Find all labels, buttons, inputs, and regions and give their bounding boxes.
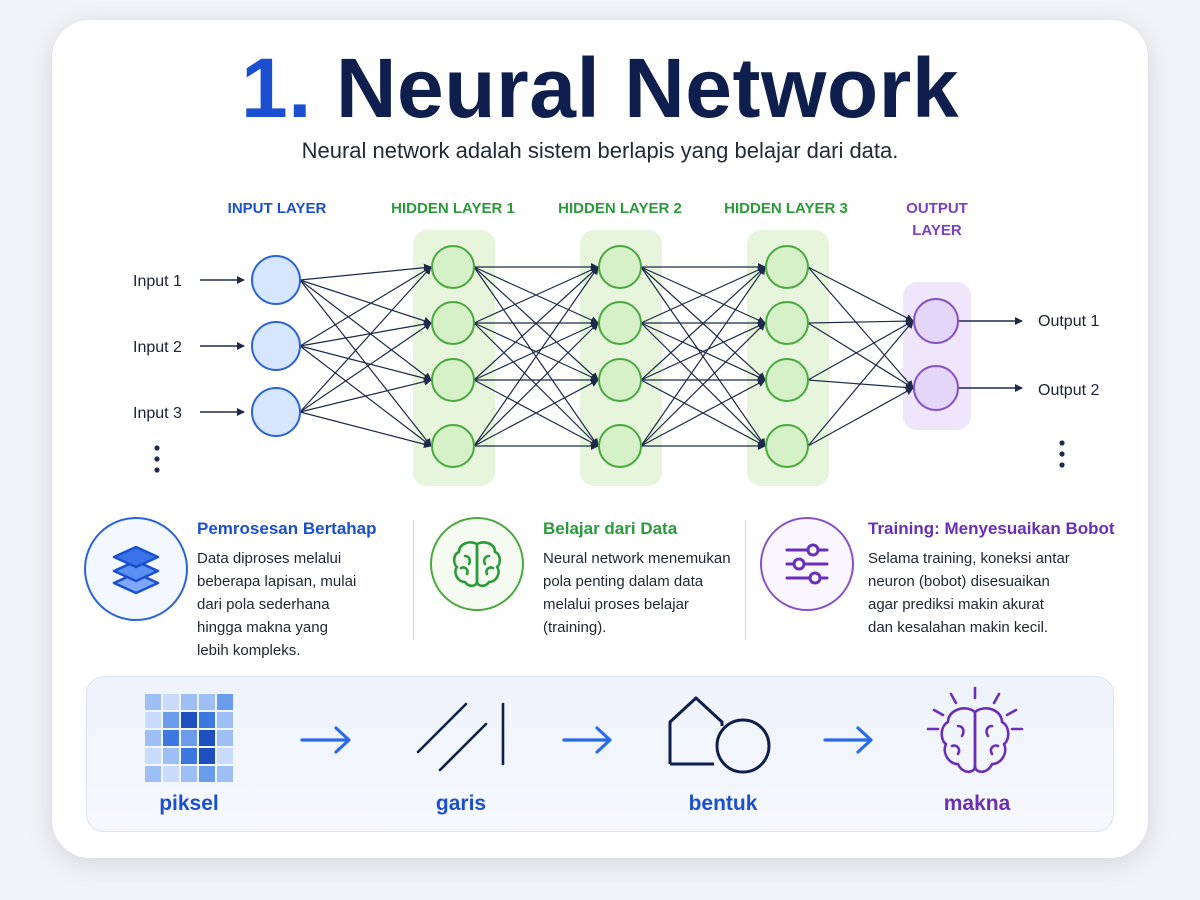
connection-edge [807,317,914,326]
brain-icon [452,541,502,588]
connection-edge [640,379,766,447]
connection-edge [473,322,599,381]
connection-edge [473,266,599,324]
input-neuron [251,255,301,305]
connection-edge [640,266,766,324]
connection-edge [299,279,432,381]
connection-edge [299,377,432,413]
hidden-2-neuron [598,424,642,468]
connection-edge [640,322,766,447]
info-card-learning: Belajar dari Data Neural network menemuk… [430,514,740,664]
hidden-3-neuron [765,424,809,468]
connection-edge [807,320,914,381]
connection-edge [640,266,766,381]
connection-edge [299,266,432,413]
info-divider [413,520,414,640]
output-layer-label-line1: OUTPUT [906,200,968,217]
output-ellipsis-icon [1059,440,1065,468]
output-label-1: Output 1 [1038,313,1100,330]
connection-edge [299,411,432,449]
info-card-training: Training: Menyesuaikan Bobot Selama trai… [760,514,1120,664]
connection-edge [473,266,599,447]
hidden-3-neuron [765,301,809,345]
info-title: Belajar dari Data [543,519,678,538]
connection-edge [473,379,599,447]
info-icon-circle [760,517,854,611]
info-icon-circle [430,517,524,611]
hidden-1-neuron [431,424,475,468]
pipeline-label-makna: makna [943,792,1011,815]
page-title: 1. Neural Network [0,38,1200,138]
connection-edge [640,322,766,381]
connection-edge [299,345,432,383]
connection-edge [299,320,432,347]
connection-edge [299,263,432,281]
hidden-2-neuron [598,358,642,402]
connection-edge [299,266,432,347]
info-title: Pemrosesan Bertahap [197,519,377,538]
connection-edge [807,387,914,447]
connection-edge [807,266,914,322]
hidden-1-neuron [431,301,475,345]
input-layer-label: INPUT LAYER [227,200,327,217]
input-label-3: Input 3 [133,405,182,422]
output-neuron [913,365,959,411]
title-number: 1. [240,41,313,135]
hidden-layer-2-label: HIDDEN LAYER 2 [558,200,682,217]
output-neuron [913,298,959,344]
hidden-2-neuron [598,245,642,289]
pipeline-label-garis: garis [435,792,487,815]
output-layer-label-line2: LAYER [912,222,962,239]
layers-icon [112,545,160,595]
input-neuron [251,387,301,437]
hidden-2-neuron [598,301,642,345]
connection-edge [807,322,914,389]
title-text: Neural Network [335,41,960,135]
hidden-1-neuron [431,245,475,289]
info-icon-circle [84,517,188,621]
hidden-3-neuron [765,245,809,289]
input-label-1: Input 1 [133,273,182,290]
input-neuron [251,321,301,371]
sliders-icon [785,543,829,585]
pipeline-label-bentuk: bentuk [688,792,758,815]
input-ellipsis-icon [154,445,160,473]
hidden-layer-1-label: HIDDEN LAYER 1 [391,200,515,217]
hidden-1-neuron [431,358,475,402]
page-subtitle: Neural network adalah sistem berlapis ya… [301,138,899,163]
connection-edge [807,266,914,389]
connection-edge [473,266,599,381]
connection-edge [807,320,914,447]
output-label-2: Output 2 [1038,382,1100,399]
hidden-3-neuron [765,358,809,402]
hidden-layer-3-label: HIDDEN LAYER 3 [724,200,848,217]
connection-edge [299,322,432,413]
info-title: Training: Menyesuaikan Bobot [868,519,1115,538]
connection-edge [299,279,432,325]
connection-edge [640,266,766,447]
info-card-processing: Pemrosesan Bertahap Data diproses melalu… [84,514,404,664]
pipeline-label-piksel: piksel [159,792,219,815]
info-divider [745,520,746,640]
connection-edge [473,322,599,447]
input-label-2: Input 2 [133,339,182,356]
